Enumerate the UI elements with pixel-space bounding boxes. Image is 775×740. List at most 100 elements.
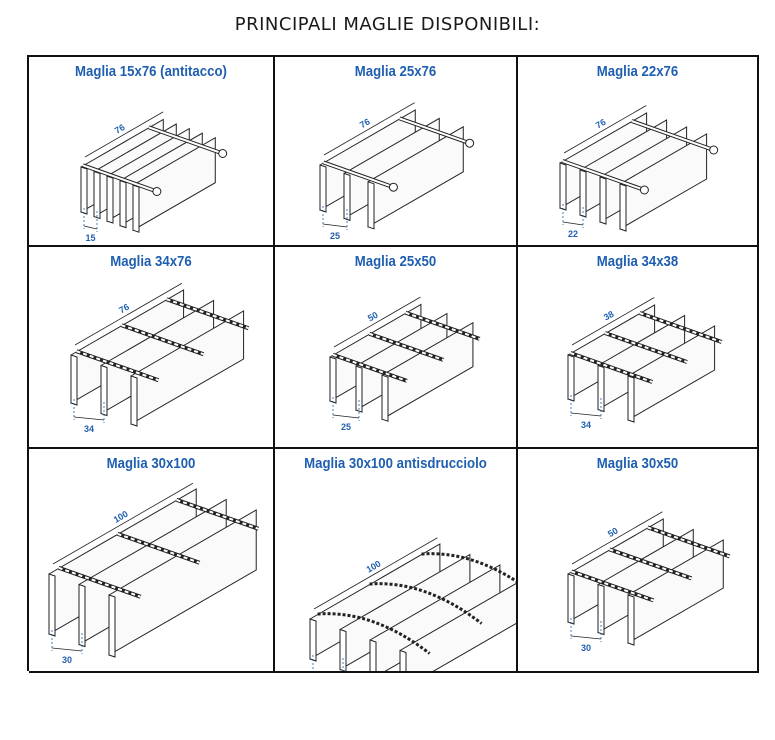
- dimension-label-short: 30: [581, 643, 591, 653]
- cross-rod-twist: [405, 311, 480, 340]
- dimension-label-short: 30: [62, 655, 72, 665]
- cross-rod-twist: [604, 332, 688, 363]
- mesh-drawing: 100 30: [48, 482, 260, 665]
- bar-edge: [80, 166, 88, 215]
- cross-rod-twist: [176, 498, 259, 530]
- dimension-label-short: 15: [86, 233, 96, 243]
- mesh-cell: Maglia 25x50 50 25: [275, 247, 518, 449]
- dimension-label-long: 100: [365, 558, 383, 574]
- mesh-drawing: 76 15: [80, 111, 228, 243]
- mesh-title: Maglia 30x100 antisdrucciolo: [304, 455, 487, 472]
- dimension-line-short: [332, 414, 360, 419]
- bar-edge: [108, 594, 116, 658]
- bar-edge: [355, 365, 363, 413]
- dimension-line-short: [322, 223, 348, 228]
- mesh-title: Maglia 34x38: [596, 253, 679, 270]
- cross-rod-twist: [166, 298, 249, 330]
- dimension-line-long: [571, 297, 655, 346]
- bar-edge: [567, 573, 575, 625]
- mesh-title: Maglia 22x76: [596, 63, 679, 80]
- dimension-line-long: [571, 511, 663, 565]
- dimension-line-long: [84, 111, 164, 158]
- cross-rod-inner: [562, 160, 645, 191]
- cross-rod-twist: [332, 353, 408, 382]
- cross-rod-inner: [323, 161, 394, 189]
- rod-end: [218, 149, 228, 158]
- bar-edge: [579, 169, 587, 218]
- mesh-title: Maglia 34x76: [110, 253, 192, 270]
- dimension-label-short: 34: [84, 424, 94, 434]
- dimension-label-long: 76: [113, 122, 127, 136]
- mesh-drawing: 76 34: [70, 282, 250, 434]
- bar-edge: [343, 172, 351, 222]
- mesh-drawing: 38 34: [567, 297, 723, 430]
- bar-edge: [627, 375, 635, 423]
- mesh-cell: Maglia 15x76 (antitacco) 76 15: [29, 57, 275, 247]
- dimension-line-long: [313, 537, 438, 610]
- dimension-line-short: [562, 221, 584, 226]
- bar-edge: [599, 176, 607, 225]
- dimension-label-short: 25: [330, 231, 340, 241]
- dimension-line-long: [323, 102, 415, 156]
- cross-rod-twist: [58, 566, 142, 598]
- mesh-title: Maglia 30x100: [106, 455, 196, 472]
- bar-edge: [100, 364, 108, 417]
- cross-rod-inner: [82, 164, 158, 193]
- bar-edge: [319, 164, 327, 213]
- mesh-cell: Maglia 30x100 100 30: [29, 449, 275, 673]
- bar-edge: [309, 618, 317, 662]
- page-title: PRINCIPALI MAGLIE DISPONIBILI:: [234, 14, 541, 35]
- dimension-label-long: 76: [117, 302, 131, 316]
- bar-edge: [130, 375, 138, 427]
- rod-end: [152, 187, 162, 196]
- dimension-label-long: 50: [366, 310, 380, 324]
- bar-edge: [329, 356, 337, 404]
- rod-end: [639, 185, 649, 195]
- bar-edge: [367, 181, 375, 230]
- cross-rod-twist: [639, 312, 723, 343]
- bar-edge: [339, 628, 347, 671]
- dimension-label-short: 25: [341, 422, 351, 432]
- mesh-title: Maglia 15x76 (antitacco): [75, 63, 227, 80]
- dimension-label-short: 34: [581, 420, 591, 430]
- bar-edge: [48, 573, 56, 637]
- bar-edge: [559, 162, 567, 211]
- cross-rod-twist: [121, 324, 204, 356]
- dimension-line-long: [74, 282, 183, 346]
- bar-edge: [567, 354, 575, 402]
- dimension-line-short: [51, 647, 83, 652]
- bar-edge: [627, 594, 635, 646]
- bearing-bar: [399, 582, 516, 671]
- bar-edge: [597, 583, 605, 636]
- cross-rod-twist: [76, 350, 159, 382]
- cross-rod: [421, 552, 516, 583]
- dimension-line-long: [333, 296, 421, 348]
- dimension-line-short: [83, 225, 98, 230]
- cross-rod-inner: [631, 120, 715, 151]
- dimension-label-long: 38: [602, 309, 616, 323]
- dimension-label-long: 100: [112, 509, 130, 525]
- dimension-line-long: [52, 482, 194, 565]
- rod-end: [388, 182, 398, 192]
- dimension-line-short: [570, 412, 602, 417]
- mesh-cell: Maglia 34x76 76 34: [29, 247, 275, 449]
- bar-edge: [93, 170, 101, 220]
- mesh-drawing: 50 30: [567, 511, 731, 653]
- rod-end: [465, 138, 475, 148]
- dimension-line-short: [570, 635, 602, 640]
- cross-rod: [369, 582, 483, 625]
- mesh-title: Maglia 25x50: [354, 253, 437, 270]
- bar-edge: [381, 374, 389, 422]
- bar-edge: [369, 639, 377, 671]
- bar-edge: [619, 183, 627, 232]
- bar-edge: [399, 649, 407, 671]
- dimension-label-long: 50: [606, 525, 620, 539]
- dimension-line-long: [563, 105, 647, 154]
- cross-rod-twist: [609, 548, 692, 580]
